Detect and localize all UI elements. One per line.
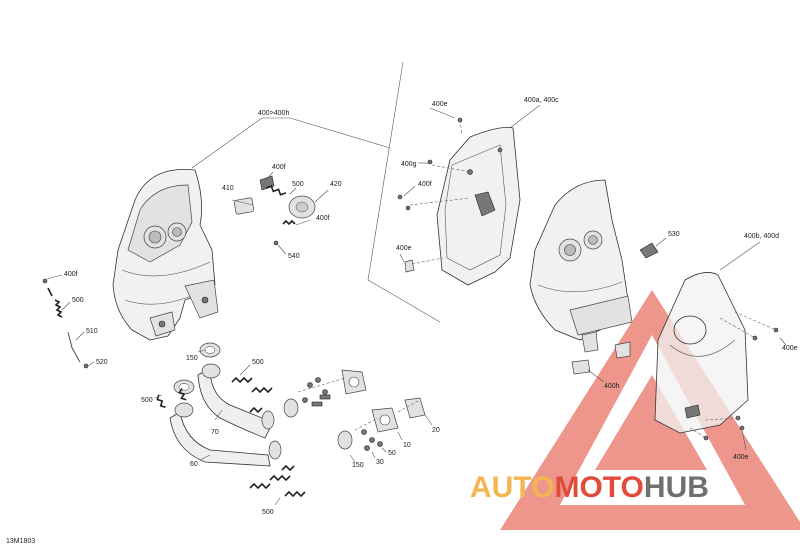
- label-20: 20: [432, 427, 440, 434]
- part-labels: 400>400h 400e 400a, 400c 400g 400f 400e …: [6, 97, 798, 545]
- exhaust-pipes: [154, 342, 433, 506]
- label-400e-bottom: 400e: [733, 454, 749, 461]
- label-400-400h: 400>400h: [258, 110, 289, 117]
- spring-group-left: [42, 274, 95, 369]
- label-510: 510: [86, 328, 98, 335]
- watermark-hub: HUB: [644, 471, 709, 504]
- label-400f-mid: 400f: [418, 181, 432, 188]
- label-520: 520: [96, 359, 108, 366]
- label-50: 50: [388, 450, 396, 457]
- label-400e-top: 400e: [432, 101, 448, 108]
- muffler-assembly-left: [112, 168, 219, 341]
- label-70: 70: [211, 429, 219, 436]
- label-400a-400c: 400a, 400c: [524, 97, 559, 104]
- group-bracket: [367, 61, 441, 323]
- label-500-top: 500: [292, 181, 304, 188]
- label-150-top: 150: [186, 355, 198, 362]
- leader-400-400h: [191, 117, 391, 169]
- label-540: 540: [288, 253, 300, 260]
- label-400f-b: 400f: [316, 215, 330, 222]
- label-60: 60: [190, 461, 198, 468]
- label-400e-right: 400e: [782, 345, 798, 352]
- watermark-triangle: [500, 290, 800, 530]
- label-500-springs: 500: [141, 397, 153, 404]
- heat-shield-center: [397, 104, 541, 286]
- muffler-assembly-right: [529, 179, 667, 383]
- label-30: 30: [376, 459, 384, 466]
- watermark-auto: AUTO: [470, 471, 554, 504]
- label-410: 410: [222, 185, 234, 192]
- label-530: 530: [668, 231, 680, 238]
- watermark-logo: AUTOMOTOHUB: [470, 471, 709, 504]
- watermark-text: AUTOMOTOHUB: [470, 471, 709, 504]
- label-10: 10: [403, 442, 411, 449]
- label-400g: 400g: [401, 161, 417, 168]
- label-500-left: 500: [72, 297, 84, 304]
- label-400f-a: 400f: [272, 164, 286, 171]
- label-500-mid: 500: [252, 359, 264, 366]
- label-400e-left: 400e: [396, 245, 412, 252]
- label-500-bottom: 500: [262, 509, 274, 516]
- label-150-bottom: 150: [352, 462, 364, 469]
- label-400b-400d: 400b, 400d: [744, 233, 779, 240]
- label-400h: 400h: [604, 383, 620, 390]
- small-parts-top: [231, 171, 329, 255]
- watermark-moto: MOTO: [554, 471, 643, 504]
- label-400f-left: 400f: [64, 271, 78, 278]
- diagram-ref-code: 13M1803: [6, 538, 35, 545]
- heat-shield-right: [654, 241, 787, 451]
- label-420: 420: [330, 181, 342, 188]
